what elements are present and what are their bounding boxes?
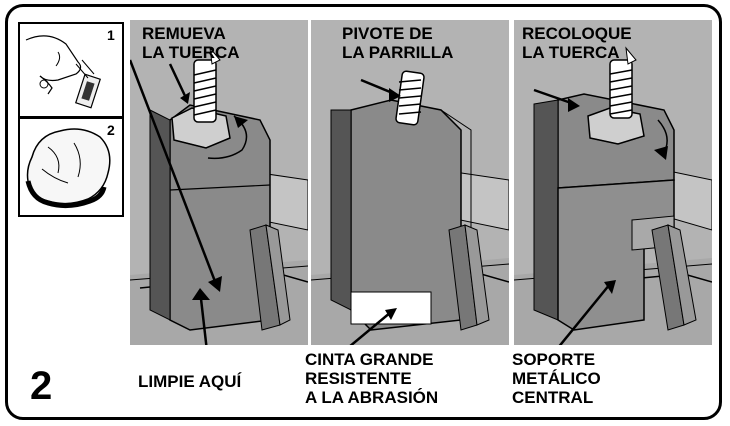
- panel-3-top-label: RECOLOQUE LA TUERCA: [522, 24, 632, 62]
- panel-2-bottom-label: CINTA GRANDE RESISTENTE A LA ABRASIÓN: [305, 350, 439, 407]
- inset-1-hand-tape-illustration: [18, 22, 124, 118]
- inset-2-cloth-illustration: [18, 117, 124, 217]
- panel-2-top-label: PIVOTE DE LA PARRILLA: [342, 24, 454, 62]
- panel-1-top-label: REMUEVA LA TUERCA: [142, 24, 240, 62]
- panel-2-grill-pivot-illustration: [311, 20, 509, 345]
- panel-3-replace-nut-illustration: [514, 20, 712, 345]
- panel-3-bottom-label: SOPORTE METÁLICO CENTRAL: [512, 350, 601, 407]
- panel-1-bottom-label: LIMPIE AQUÍ: [138, 372, 242, 391]
- inset-2-step-number: 2: [107, 122, 115, 138]
- inset-1-step-number: 1: [107, 27, 115, 43]
- step-number: 2: [30, 364, 53, 408]
- panel-1-remove-nut-illustration: [130, 20, 308, 345]
